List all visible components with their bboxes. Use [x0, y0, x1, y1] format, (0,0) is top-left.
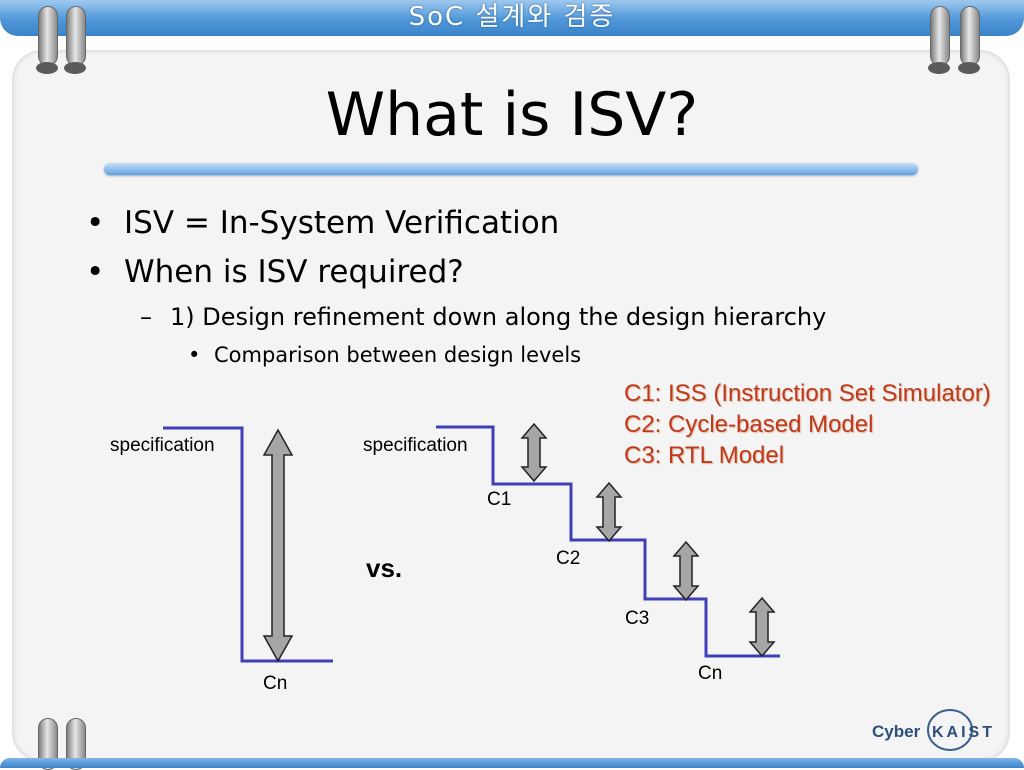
step-label-c1: C1: [487, 489, 511, 510]
bullet-text: ISV = In-System Verification: [124, 205, 560, 241]
sub-bullet-marker: –: [140, 303, 152, 331]
sub-sub-bullet-text: Comparison between design levels: [214, 343, 582, 367]
left-cn-label: Cn: [263, 673, 287, 694]
sub-bullet-text: 1) Design refinement down along the desi…: [170, 303, 827, 331]
logo-text-cyber: Cyber: [872, 722, 921, 741]
bullet-text: When is ISV required?: [124, 254, 464, 290]
header-title: SoC 설계와 검증: [408, 2, 616, 32]
header-band: [0, 0, 1024, 36]
vs-label: vs.: [366, 553, 402, 583]
model-legend: C1: ISS (Instruction Set Simulator) C2: …: [624, 378, 991, 471]
bullet-marker: •: [86, 205, 105, 241]
page-title: What is ISV?: [325, 80, 699, 150]
legend-line-c3: C3: RTL Model: [624, 442, 785, 469]
legend-line-c2: C2: Cycle-based Model: [624, 411, 874, 438]
bullet-item-1: • ISV = In-System Verification: [86, 205, 559, 241]
sub-sub-bullet-item: • Comparison between design levels: [188, 343, 581, 367]
cyberkaist-logo: Cyber KAIST: [872, 709, 995, 751]
step-arrow-3: [672, 540, 700, 602]
title-rule: [104, 163, 918, 175]
footer-band: [0, 758, 1024, 768]
step-label-c2: C2: [556, 548, 580, 569]
step-arrow-2: [595, 481, 623, 543]
left-step-line: [163, 426, 333, 663]
logo-text-kaist: KAIST: [932, 724, 995, 741]
sub-sub-bullet-marker: •: [188, 343, 201, 367]
step-arrow-1: [520, 422, 548, 483]
left-spec-label: specification: [110, 435, 215, 456]
bullet-item-2: • When is ISV required?: [86, 254, 464, 290]
step-arrow-4: [748, 596, 776, 658]
right-step-line: [436, 425, 780, 658]
sub-bullet-item: –1) Design refinement down along the des…: [140, 303, 826, 331]
step-label-c3: C3: [625, 608, 649, 629]
step-label-cn: Cn: [698, 663, 722, 684]
left-double-arrow: [262, 428, 294, 663]
legend-line-c1: C1: ISS (Instruction Set Simulator): [624, 380, 991, 407]
right-spec-label: specification: [363, 435, 468, 456]
bullet-marker: •: [86, 254, 105, 290]
